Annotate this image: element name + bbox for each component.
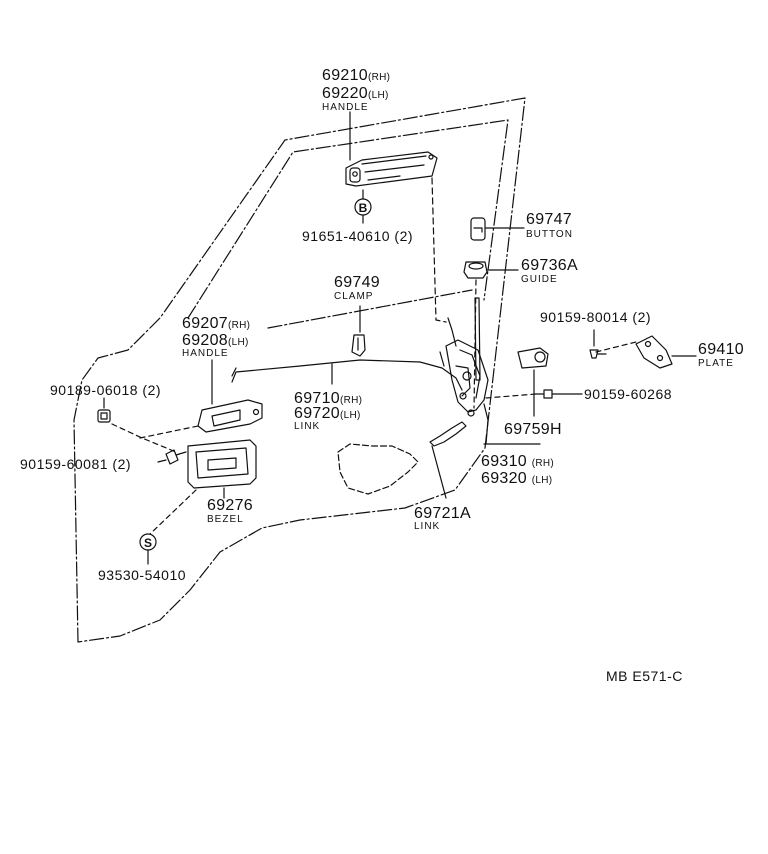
clamp-name: CLAMP — [334, 291, 374, 302]
link-a-drawing — [429, 421, 467, 447]
lock-assy-rh-label: 69310 (RH) — [481, 453, 555, 470]
screw-s-part-number: 93530-54010 — [98, 567, 187, 583]
screw-80014-part-number: 90159-80014 (2) — [540, 309, 652, 325]
clamp-part-number: 69749 — [334, 274, 380, 291]
plate-name: PLATE — [698, 358, 734, 369]
screw-b-marker-circle — [354, 198, 372, 216]
bezel-name: BEZEL — [207, 514, 244, 525]
inside-handle-rh-label: 69207(RH) — [182, 315, 251, 332]
outside-handle-lh-label: 69220(LH) — [322, 85, 389, 102]
link-a-name: LINK — [414, 521, 441, 532]
button-drawing — [470, 217, 486, 241]
inside-handle-lh-label: 69208(LH) — [182, 332, 249, 349]
clip-part-number: 90189-06018 (2) — [50, 382, 162, 398]
outside-handle-name: HANDLE — [322, 102, 369, 113]
link-rod-drawing — [231, 359, 463, 391]
diagram-code: MB E571-C — [606, 668, 683, 684]
outside-handle-drawing — [345, 151, 438, 187]
plate-part-number: 69410 — [698, 341, 744, 358]
outside-handle-rh-label: 69210(RH) — [322, 67, 391, 84]
screw-s-marker-letter: S — [144, 536, 152, 550]
clamp-drawing — [351, 334, 366, 357]
link-rod-lh-label: 69720(LH) — [294, 405, 361, 422]
screw-80014-drawing — [589, 349, 607, 359]
door-window-outline — [187, 119, 509, 319]
screw-60081-part-number: 90159-60081 (2) — [20, 456, 132, 472]
door-outer-outline — [73, 97, 526, 643]
lock-part-69759h-drawing — [517, 347, 549, 369]
link-a-part-number: 69721A — [414, 505, 471, 522]
bezel-drawing — [187, 439, 257, 489]
inside-handle-drawing — [197, 399, 263, 433]
button-part-number: 69747 — [526, 211, 572, 228]
plate-drawing — [635, 335, 673, 369]
screw-60081-drawing — [165, 449, 187, 465]
link-rod-name: LINK — [294, 421, 321, 432]
guide-drawing — [463, 261, 488, 279]
screw-60268-drawing — [535, 389, 553, 399]
link-rod-rh-label: 69710(RH) — [294, 390, 363, 407]
screw-b-marker-letter: B — [359, 201, 368, 215]
guide-name: GUIDE — [521, 274, 558, 285]
screw-b-part-number: 91651-40610 (2) — [302, 228, 414, 244]
clip-drawing — [97, 409, 111, 423]
button-name: BUTTON — [526, 229, 573, 240]
bezel-part-number: 69276 — [207, 497, 253, 514]
inside-handle-name: HANDLE — [182, 348, 229, 359]
guide-part-number: 69736A — [521, 257, 578, 274]
screw-60268-part-number: 90159-60268 — [584, 386, 673, 402]
lock-part-69759h-number: 69759H — [504, 421, 562, 438]
lock-assy-lh-label: 69320 (LH) — [481, 470, 553, 487]
lock-assembly-drawing — [445, 317, 489, 417]
